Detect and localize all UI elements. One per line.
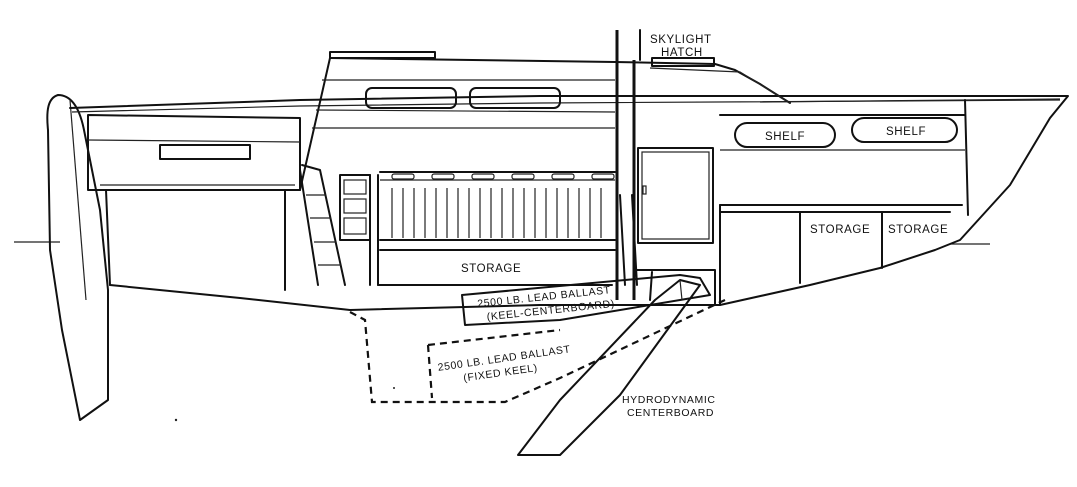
cockpit	[87, 114, 301, 286]
hull-outline	[69, 95, 1069, 311]
cabin-vent-slot	[391, 173, 415, 180]
cabin-vent-slot	[511, 173, 535, 180]
storage-label-main: STORAGE	[461, 263, 521, 275]
ink-dot	[174, 418, 178, 422]
hydrodynamic-centerboard	[517, 279, 701, 456]
head-door	[635, 147, 716, 306]
cabin-vent-slot	[471, 173, 495, 180]
cabin-house	[299, 51, 791, 191]
skylight-hatch-label-2: HATCH	[661, 47, 703, 59]
ink-dot	[393, 387, 395, 389]
cabin-vent-slot	[591, 173, 615, 180]
rudder	[46, 94, 109, 421]
skylight-hatch	[639, 29, 715, 67]
shelf-label-1: SHELF	[765, 131, 805, 143]
mast-compression-post	[615, 30, 636, 300]
galley-drawers	[339, 174, 379, 286]
settee-backrest	[379, 171, 616, 251]
companionway-ladder	[284, 164, 346, 291]
centerboard-label-1: HYDRODYNAMIC	[622, 394, 716, 406]
waterline	[14, 241, 990, 245]
storage-label-aft-1: STORAGE	[810, 224, 870, 236]
centerboard-label-2: CENTERBOARD	[627, 407, 714, 419]
shelf-label-2: SHELF	[886, 126, 926, 138]
skylight-hatch-label: SKYLIGHT	[650, 34, 712, 46]
fixed-keel-outline	[349, 299, 726, 404]
ballast-keel-centerboard	[461, 194, 711, 326]
forward-cabin	[719, 114, 966, 306]
cabin-vent-slot	[551, 173, 575, 180]
storage-label-aft-2: STORAGE	[888, 224, 948, 236]
cabin-vent-slot	[431, 173, 455, 180]
